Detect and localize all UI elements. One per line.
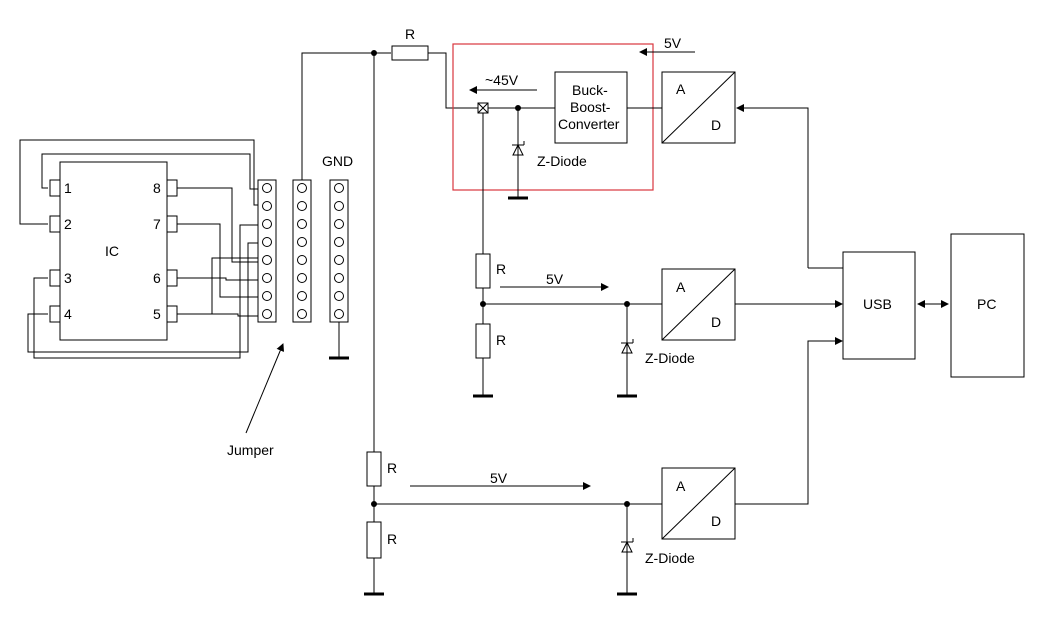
header-pin bbox=[262, 291, 272, 301]
header-pin bbox=[297, 237, 307, 247]
gnd-label: GND bbox=[322, 153, 353, 169]
pin-label-1: 1 bbox=[64, 180, 72, 196]
zdiode-label-3: Z-Diode bbox=[645, 550, 695, 566]
header-pins bbox=[262, 183, 344, 319]
divider-3: R R Z-Diode 5V bbox=[364, 451, 695, 596]
ic-section: IC 1 2 3 4 5 6 7 8 bbox=[19, 139, 262, 359]
adc-1: A D bbox=[661, 71, 843, 269]
adc1-d: D bbox=[711, 117, 721, 133]
header-pin bbox=[262, 309, 272, 319]
divider-2: R R Z-Diode 5V bbox=[473, 253, 695, 398]
header-pin bbox=[334, 201, 344, 211]
header-left bbox=[257, 179, 277, 323]
header-pin bbox=[297, 183, 307, 193]
ic-pin-5 bbox=[166, 305, 178, 323]
adc-3: A D bbox=[661, 337, 843, 540]
pin-label-4: 4 bbox=[64, 306, 72, 322]
resistor-mid-upper bbox=[475, 253, 491, 289]
pc-label: PC bbox=[977, 296, 996, 312]
header-pin bbox=[297, 219, 307, 229]
header-pin bbox=[334, 237, 344, 247]
header-pin bbox=[262, 255, 272, 265]
adc3-d: D bbox=[711, 513, 721, 529]
header-pin bbox=[334, 255, 344, 265]
usb-label: USB bbox=[863, 296, 892, 312]
adc1-a: A bbox=[676, 81, 686, 97]
buck-label-3: Converter bbox=[558, 116, 620, 132]
header-pin bbox=[297, 273, 307, 283]
pc-block bbox=[950, 233, 1025, 378]
v5-label-bottom: 5V bbox=[490, 470, 508, 486]
ic-pin-4 bbox=[49, 305, 61, 323]
header-pin bbox=[334, 183, 344, 193]
adc2-d: D bbox=[711, 314, 721, 330]
header-pin bbox=[262, 201, 272, 211]
jumper-arrow bbox=[245, 343, 285, 434]
resistor-label-3: R bbox=[496, 332, 506, 348]
zdiode-label-2: Z-Diode bbox=[645, 350, 695, 366]
header-pin bbox=[262, 237, 272, 247]
header-pin bbox=[262, 219, 272, 229]
hv-section: Z-Diode ~45V 5V Buck- Boost- Converter bbox=[452, 35, 695, 254]
header-pin bbox=[334, 219, 344, 229]
ic-pin-2 bbox=[49, 215, 61, 233]
ic-pin-6 bbox=[166, 269, 178, 287]
buck-boost-converter bbox=[554, 71, 628, 144]
adc2-a: A bbox=[676, 279, 686, 295]
resistor-label-2: R bbox=[496, 261, 506, 277]
ic-pin-8 bbox=[166, 179, 178, 197]
header-pin bbox=[297, 309, 307, 319]
v45-label: ~45V bbox=[485, 72, 519, 88]
resistor-bottom-lower bbox=[366, 521, 382, 559]
header-pin bbox=[297, 255, 307, 265]
ic-chip bbox=[59, 161, 168, 341]
ic-label: IC bbox=[105, 243, 119, 259]
usb-block bbox=[842, 251, 916, 360]
pin-label-2: 2 bbox=[64, 216, 72, 232]
pin-headers: GND Jumper bbox=[227, 153, 353, 458]
ic-pin-7 bbox=[166, 215, 178, 233]
header-pin bbox=[334, 273, 344, 283]
header-pin bbox=[262, 183, 272, 193]
v5-label-mid: 5V bbox=[546, 271, 564, 287]
resistor-mid-lower bbox=[475, 323, 491, 359]
adc3-a: A bbox=[676, 478, 686, 494]
pin-label-8: 8 bbox=[153, 180, 161, 196]
adc-2: A D bbox=[661, 268, 843, 341]
header-pin bbox=[334, 309, 344, 319]
highlight-box bbox=[452, 43, 654, 191]
pin-label-7: 7 bbox=[153, 216, 161, 232]
header-pin bbox=[297, 291, 307, 301]
ic-pin-3 bbox=[49, 269, 61, 287]
ic-wires bbox=[19, 139, 262, 359]
resistor-label-4: R bbox=[387, 460, 397, 476]
resistor-top-label: R bbox=[405, 26, 415, 42]
buck-label-2: Boost- bbox=[570, 99, 611, 115]
main-bus: R bbox=[301, 26, 478, 452]
header-pin bbox=[334, 291, 344, 301]
zdiode-label-1: Z-Diode bbox=[537, 153, 587, 169]
resistor-label-5: R bbox=[387, 531, 397, 547]
resistor-bottom-upper bbox=[366, 451, 382, 487]
v5-label-top: 5V bbox=[664, 35, 682, 51]
header-pin bbox=[297, 201, 307, 211]
usb-pc: USB PC bbox=[842, 233, 1025, 378]
pin-label-6: 6 bbox=[153, 270, 161, 286]
ic-pin-1 bbox=[49, 179, 61, 197]
pin-label-3: 3 bbox=[64, 270, 72, 286]
buck-label-1: Buck- bbox=[572, 82, 608, 98]
jumper-label: Jumper bbox=[227, 442, 274, 458]
pin-label-5: 5 bbox=[153, 306, 161, 322]
header-pin bbox=[262, 273, 272, 283]
resistor-top bbox=[391, 45, 429, 61]
